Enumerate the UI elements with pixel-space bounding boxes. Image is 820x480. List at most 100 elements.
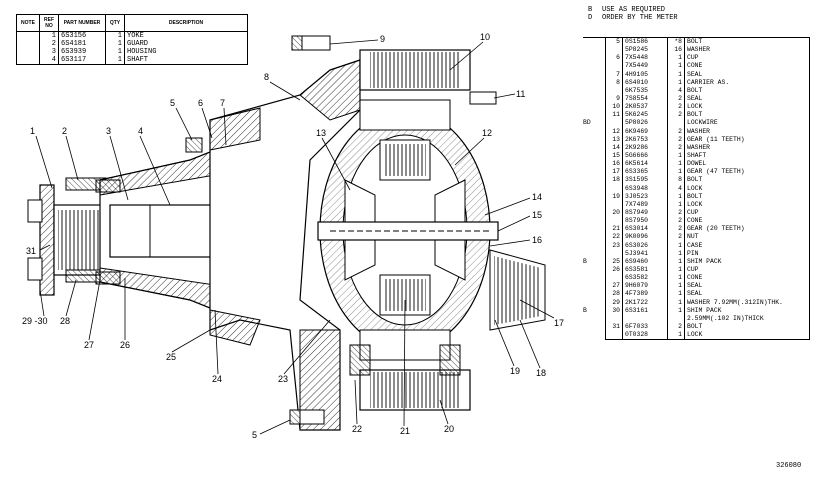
note-cell bbox=[16, 56, 40, 65]
ref-cell: 21 bbox=[605, 225, 623, 234]
qty-cell: 1 bbox=[667, 151, 685, 161]
legend-text: ORDER BY THE METER bbox=[602, 14, 678, 22]
description-cell: BOLT bbox=[684, 86, 810, 95]
callout-labels: 1 2 3 4 5 6 7 8 9 10 11 12 13 14 15 16 1… bbox=[22, 32, 564, 440]
description-cell: CASE bbox=[684, 241, 810, 250]
parts-row: 2.59MM(.102 IN)THICK bbox=[583, 314, 810, 323]
header-note: NOTE bbox=[16, 14, 40, 32]
legend-key: D bbox=[588, 14, 593, 22]
note-cell bbox=[583, 111, 606, 119]
qty-cell: 2 bbox=[667, 143, 685, 152]
qty-cell: 1 bbox=[667, 192, 685, 201]
callout-8: 8 bbox=[264, 72, 269, 82]
note-cell bbox=[583, 331, 606, 340]
qty-cell: 2 bbox=[667, 127, 685, 136]
note-cell bbox=[583, 274, 606, 282]
bolt-part bbox=[185, 35, 497, 425]
callout-10: 10 bbox=[480, 32, 490, 42]
part-number-cell: 3S1595 bbox=[622, 176, 668, 185]
callout-27: 27 bbox=[84, 340, 94, 350]
leader-lines bbox=[35, 39, 555, 435]
note-cell bbox=[583, 71, 606, 79]
note-cell bbox=[583, 54, 606, 62]
description-cell: NUT bbox=[684, 233, 810, 242]
qty-cell: 1 bbox=[667, 70, 685, 79]
description-cell: PIN bbox=[684, 249, 810, 258]
description-cell: BOLT bbox=[684, 192, 810, 201]
callout-20: 20 bbox=[444, 424, 454, 434]
callout-12: 12 bbox=[482, 128, 492, 138]
ref-cell: 6 bbox=[605, 54, 623, 63]
description-cell: SHIM PACK bbox=[684, 306, 810, 315]
description-cell: WASHER bbox=[684, 143, 810, 152]
callout-4: 4 bbox=[138, 126, 143, 136]
ref-cell bbox=[605, 200, 623, 209]
qty-cell: 1 bbox=[667, 241, 685, 250]
qty-cell: 2 bbox=[667, 111, 685, 120]
description-cell: BOLT bbox=[684, 176, 810, 185]
ref-cell bbox=[605, 217, 623, 226]
part-number-cell: 6S3117 bbox=[58, 56, 106, 65]
part-number-cell bbox=[622, 314, 668, 323]
qty-cell: 8 bbox=[667, 176, 685, 185]
legend-text: USE AS REQUIRED bbox=[602, 6, 666, 14]
ref-cell: 7 bbox=[605, 70, 623, 79]
cross-shaft-part bbox=[317, 221, 499, 241]
description-cell: LOCK bbox=[684, 200, 810, 209]
callout-15: 15 bbox=[532, 210, 542, 220]
qty-cell: 1 bbox=[667, 200, 685, 209]
qty-cell: 2 bbox=[667, 217, 685, 226]
description-cell: GEAR (11 TEETH) bbox=[684, 135, 810, 144]
ref-cell bbox=[605, 314, 623, 323]
part-number-cell: 8S7950 bbox=[622, 217, 668, 226]
part-number-cell: 6S3948 bbox=[622, 184, 668, 193]
qty-cell: 1 bbox=[667, 298, 685, 307]
ref-cell bbox=[605, 46, 623, 55]
qty-cell: 2 bbox=[667, 135, 685, 144]
ref-cell: 14 bbox=[605, 143, 623, 152]
callout-24: 24 bbox=[212, 374, 222, 384]
callout-14: 14 bbox=[532, 192, 542, 202]
description-cell: BOLT bbox=[684, 111, 810, 120]
description-cell: WASHER bbox=[684, 46, 810, 55]
description-cell: SEAL bbox=[684, 290, 810, 299]
callout-5: 5 bbox=[170, 98, 175, 108]
note-cell bbox=[583, 233, 606, 241]
note-cell bbox=[583, 201, 606, 209]
note-cell bbox=[583, 79, 606, 87]
qty-cell: 1 bbox=[667, 274, 685, 283]
description-cell: WASHER bbox=[684, 127, 810, 136]
part-number-cell: 6S3026 bbox=[622, 241, 668, 250]
description-cell: GEAR (20 TEETH) bbox=[684, 225, 810, 234]
part-number-cell: 6S3582 bbox=[622, 274, 668, 283]
part-number-cell: 4F7389 bbox=[622, 290, 668, 299]
qty-cell: *8 bbox=[667, 37, 685, 47]
note-cell: B bbox=[583, 257, 587, 265]
part-number-cell: 7X5448 bbox=[622, 54, 668, 63]
ref-cell: 13 bbox=[605, 135, 623, 144]
note-cell bbox=[16, 40, 40, 48]
note-cell bbox=[583, 193, 606, 201]
note-cell bbox=[16, 31, 40, 40]
description-cell: WASHER 7.92MM(.312IN)THK. bbox=[684, 298, 810, 307]
part-number-cell: 9H6079 bbox=[622, 282, 668, 291]
callout-5-lower: 5 bbox=[252, 430, 257, 440]
qty-cell: 2 bbox=[667, 322, 685, 332]
ref-cell: 1 bbox=[39, 31, 59, 40]
qty-cell: 1 bbox=[667, 282, 685, 291]
